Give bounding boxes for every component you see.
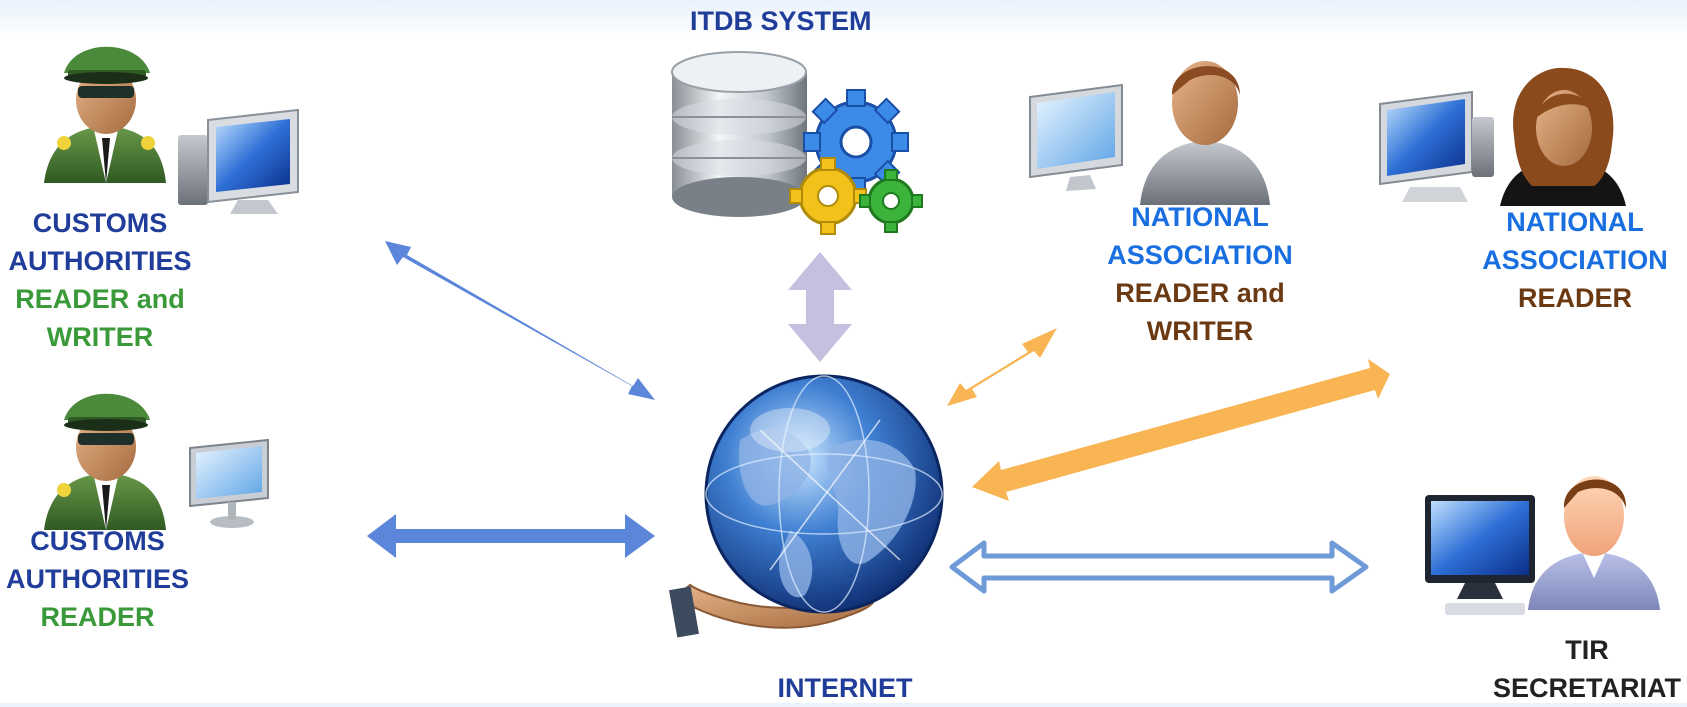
globe-icon: [704, 374, 944, 614]
internet-label: INTERNET: [777, 673, 913, 703]
computer-monitor-icon: [178, 108, 299, 214]
arrow-itdb-internet: [788, 252, 852, 362]
customs-rw-label: CUSTOMS AUTHORITIES READER and WRITER: [0, 204, 200, 356]
hand-icon: [668, 583, 876, 638]
arrow-national-rw: [947, 328, 1057, 406]
tir-line2: SECRETARIAT: [1493, 673, 1681, 703]
national-rw-role2: WRITER: [1146, 316, 1254, 346]
user-male-icon: [1528, 476, 1660, 610]
customs-r-line1: CUSTOMS: [30, 526, 165, 556]
arrow-tir: [949, 540, 1369, 594]
itdb-system-title: ITDB SYSTEM: [690, 6, 872, 36]
tir-label: TIR SECRETARIAT: [1487, 631, 1687, 707]
database-icon: [671, 51, 807, 217]
national-rw-label: NATIONAL ASSOCIATION READER and WRITER: [1100, 198, 1300, 350]
national-r-label: NATIONAL ASSOCIATION READER: [1475, 203, 1675, 317]
computer-monitor-icon: [1379, 90, 1494, 202]
customs-officer-icon: [44, 46, 166, 183]
customs-officer-icon: [44, 393, 166, 530]
national-r-role1: READER: [1517, 283, 1632, 313]
national-rw-line2: ASSOCIATION: [1107, 240, 1293, 270]
arrow-customs-r: [367, 514, 655, 558]
customs-r-role1: READER: [40, 602, 155, 632]
tir-line1: TIR: [1565, 635, 1609, 665]
national-r-line2: ASSOCIATION: [1482, 245, 1668, 275]
arrow-customs-rw: [385, 241, 655, 400]
user-female-icon: [1500, 67, 1626, 206]
national-r-line1: NATIONAL: [1506, 207, 1644, 237]
customs-rw-role2: WRITER: [46, 322, 154, 352]
gears-icon: [789, 89, 923, 235]
user-male-icon: [1140, 61, 1270, 205]
national-rw-line1: NATIONAL: [1131, 202, 1269, 232]
national-rw-role1: READER and: [1115, 278, 1285, 308]
computer-monitor-icon: [1425, 495, 1535, 615]
arrow-national-r: [972, 359, 1390, 501]
customs-rw-role1: READER and: [15, 284, 185, 314]
computer-monitor-icon: [1029, 83, 1123, 191]
customs-r-label: CUSTOMS AUTHORITIES READER: [0, 522, 195, 636]
customs-rw-line1: CUSTOMS: [32, 208, 168, 238]
customs-r-line2: AUTHORITIES: [5, 564, 189, 594]
customs-rw-line2: AUTHORITIES: [8, 246, 192, 276]
computer-monitor-icon: [189, 438, 269, 528]
